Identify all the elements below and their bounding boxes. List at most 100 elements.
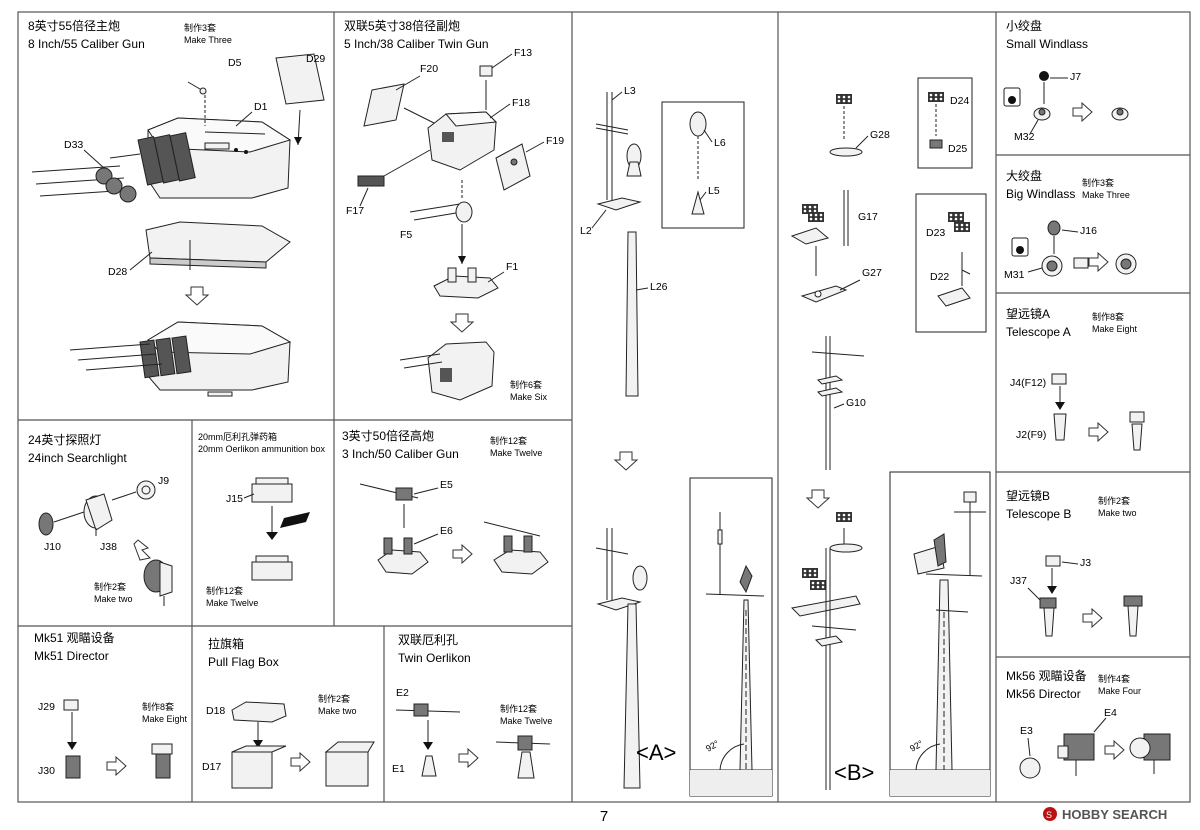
- d5-part: [187, 81, 207, 126]
- searchlight-assembled: [143, 559, 173, 606]
- telescope-b-section: 望远镜B Telescope B 制作2套 Make two J3 J37: [1006, 488, 1143, 637]
- label-j7: J7: [1070, 71, 1081, 83]
- ammo-box-section: 20mm厄利孔弹药箱 20mm Oerlikon ammunition box …: [198, 431, 326, 608]
- main-turret-upper: [31, 117, 292, 203]
- label-e1: E1: [392, 763, 405, 775]
- twin-gun-qty-en: Make Six: [510, 392, 548, 402]
- flag-box-section: 拉旗箱 Pull Flag Box 制作2套 Make two D18 D17: [202, 636, 375, 789]
- aa-gun-title-en: 3 Inch/50 Caliber Gun: [342, 447, 459, 461]
- label-d18: D18: [206, 705, 225, 717]
- small-windlass-title-cn: 小绞盘: [1006, 18, 1042, 33]
- f1-part: [433, 224, 499, 299]
- telescope-a-title-cn: 望远镜A: [1006, 306, 1050, 321]
- svg-text:S: S: [1046, 810, 1052, 820]
- flag-box-title-en: Pull Flag Box: [208, 655, 279, 669]
- mast-b-exploded: G28 G17 G27 G10: [790, 94, 890, 470]
- aa-gun-assembled: [483, 521, 549, 575]
- mast-a-angle: 92°: [704, 738, 721, 754]
- label-j30: J30: [38, 765, 55, 777]
- label-e5: E5: [440, 479, 453, 491]
- mast-a-angle-detail: 92°: [689, 477, 773, 797]
- twin-gun-title-cn: 双联5英寸38倍径副炮: [344, 18, 460, 33]
- watermark-text: HOBBY SEARCH: [1062, 807, 1167, 822]
- mast-b-angle: 92°: [908, 738, 925, 754]
- label-l2: L2: [580, 225, 592, 237]
- telescope-a-qty-cn: 制作8套: [1092, 311, 1124, 322]
- mk56-title-cn: Mk56 观瞄设备: [1006, 669, 1087, 683]
- label-d33: D33: [64, 139, 83, 151]
- telescope-b-title-en: Telescope B: [1006, 507, 1071, 521]
- label-d24: D24: [950, 95, 969, 107]
- searchlight-title-en: 24inch Searchlight: [28, 451, 127, 465]
- ammo-box-qty-en: Make Twelve: [206, 598, 258, 608]
- mast-b-angle-detail: 92°: [889, 471, 991, 797]
- j38-part: [83, 493, 113, 536]
- label-m31: M31: [1004, 269, 1025, 281]
- mast-a-section: L3 L2 L6 L5 L26 <A>: [580, 85, 773, 797]
- label-d29: D29: [306, 53, 325, 65]
- telescope-a-title-en: Telescope A: [1006, 325, 1071, 339]
- label-f1: F1: [506, 261, 518, 273]
- small-windlass-title-en: Small Windlass: [1006, 37, 1088, 51]
- big-windlass-qty-cn: 制作3套: [1082, 177, 1114, 188]
- label-d22: D22: [930, 271, 949, 283]
- twin-gun-section: 双联5英寸38倍径副炮 5 Inch/38 Caliber Twin Gun 制…: [344, 18, 564, 402]
- label-e3: E3: [1020, 725, 1033, 737]
- searchlight-qty-en: Make two: [94, 594, 133, 604]
- label-j37: J37: [1010, 575, 1027, 587]
- f18-part: [427, 111, 498, 171]
- d29-part: [275, 53, 325, 146]
- label-g10: G10: [846, 397, 866, 409]
- mast-b-section: G28 G17 G27 G10 D24: [790, 77, 991, 797]
- flag-box-title-cn: 拉旗箱: [208, 636, 244, 651]
- f17-part: [357, 149, 431, 187]
- label-l5: L5: [708, 185, 720, 197]
- label-j16: J16: [1080, 225, 1097, 237]
- mk51-title-en: Mk51 Director: [34, 649, 109, 663]
- f5-part: [409, 180, 473, 223]
- label-g27: G27: [862, 267, 882, 279]
- ammo-box-title-en: 20mm Oerlikon ammunition box: [198, 444, 326, 454]
- telescope-a-qty-en: Make Eight: [1092, 324, 1138, 334]
- label-g17: G17: [858, 211, 878, 223]
- aa-gun-title-cn: 3英寸50倍径高炮: [342, 428, 434, 443]
- flag-box-qty-en: Make two: [318, 706, 357, 716]
- label-d23: D23: [926, 227, 945, 239]
- ammo-box-qty-cn: 制作12套: [206, 585, 243, 596]
- big-windlass-title-en: Big Windlass: [1006, 187, 1075, 201]
- aa-gun-qty-en: Make Twelve: [490, 448, 542, 458]
- label-e6: E6: [440, 525, 453, 537]
- label-d28: D28: [108, 266, 127, 278]
- ammo-box-title-cn: 20mm厄利孔弹药箱: [198, 431, 277, 442]
- label-f5: F5: [400, 229, 412, 241]
- mk51-section: Mk51 观瞄设备 Mk51 Director 制作8套 Make Eight …: [34, 631, 188, 779]
- main-gun-qty-cn: 制作3套: [184, 22, 216, 33]
- hobby-search-logo: S HOBBY SEARCH: [1043, 807, 1167, 822]
- twin-gun-assembled: [399, 341, 495, 401]
- searchlight-title-cn: 24英寸探照灯: [28, 433, 101, 447]
- mk56-section: Mk56 观瞄设备 Mk56 Director 制作4套 Make Four E…: [1006, 669, 1171, 779]
- telescope-b-qty-en: Make two: [1098, 508, 1137, 518]
- label-g28: G28: [870, 129, 890, 141]
- main-gun-qty-en: Make Three: [184, 35, 232, 45]
- big-windlass-qty-en: Make Three: [1082, 190, 1130, 200]
- mk56-title-en: Mk56 Director: [1006, 687, 1081, 701]
- label-d25: D25: [948, 143, 967, 155]
- aa-gun-qty-cn: 制作12套: [490, 435, 527, 446]
- twin-oerlikon-title-cn: 双联厄利孔: [398, 633, 458, 647]
- main-gun-title-cn: 8英寸55倍径主炮: [28, 18, 120, 33]
- label-l26: L26: [650, 281, 668, 293]
- mk51-qty-cn: 制作8套: [142, 701, 174, 712]
- main-turret-assembled: [69, 321, 292, 397]
- label-f20: F20: [420, 63, 438, 75]
- d23-d22-box: D23 D22: [915, 193, 987, 333]
- mast-b-tag: <B>: [834, 760, 874, 785]
- label-e4: E4: [1104, 707, 1117, 719]
- label-j38: J38: [100, 541, 117, 553]
- page-number: 7: [600, 808, 608, 825]
- label-f13: F13: [514, 47, 532, 59]
- mast-a-assembled: [595, 528, 648, 789]
- twin-oerlikon-title-en: Twin Oerlikon: [398, 651, 471, 665]
- mk56-qty-cn: 制作4套: [1098, 673, 1130, 684]
- e5-part: [359, 483, 419, 501]
